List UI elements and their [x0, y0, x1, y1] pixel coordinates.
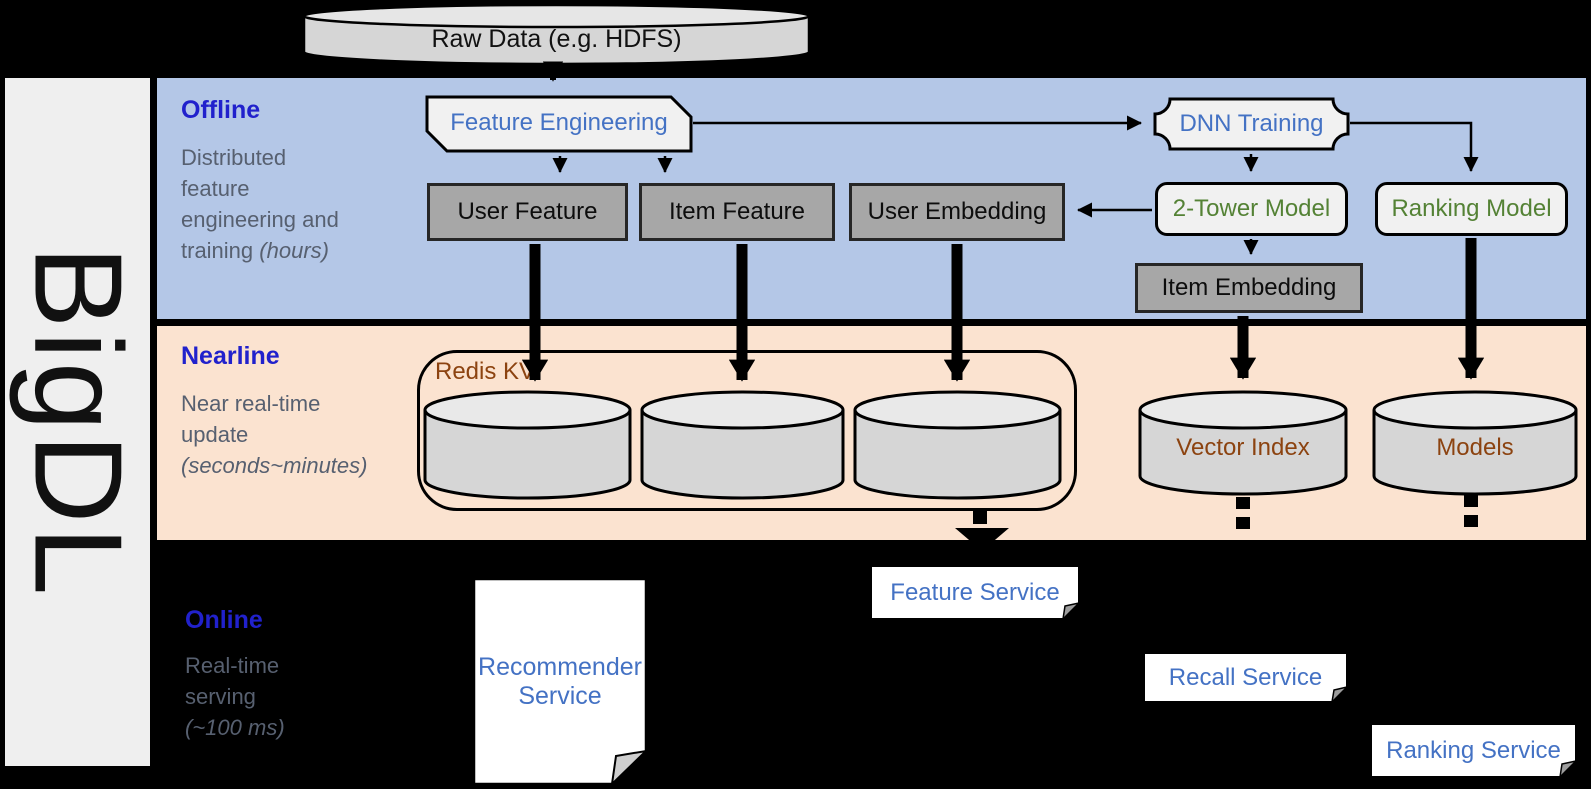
- raw-data-label: Raw Data (e.g. HDFS): [431, 25, 682, 53]
- folded-corner: [1331, 685, 1348, 703]
- online-description: Real-time serving (~100 ms): [185, 650, 315, 743]
- offline-title: Offline: [181, 96, 261, 124]
- two-tower-model-node: 2-Tower Model: [1155, 182, 1348, 236]
- vector-index-shape: [1138, 390, 1348, 496]
- user-feature-label: User Feature: [457, 198, 598, 225]
- folded-corner: [1559, 760, 1577, 778]
- recall-service-label: Recall Service: [1168, 663, 1323, 691]
- two-tower-model-label: 2-Tower Model: [1172, 195, 1331, 222]
- dnn-training-shape: [1153, 97, 1350, 151]
- recommender-service-shape: [473, 578, 647, 785]
- ranking-service-shape: [1370, 723, 1577, 778]
- online-title: Online: [185, 606, 263, 634]
- offline-description: Distributed feature engineering and trai…: [181, 142, 359, 266]
- kv-cylinder-1: [423, 390, 632, 500]
- vector-index-cylinder: Vector Index: [1138, 390, 1348, 496]
- bigdl-label: BigDL: [8, 245, 147, 599]
- models-label: Models: [1436, 434, 1514, 461]
- user-embedding-node: User Embedding: [849, 183, 1065, 241]
- offline-description-text: Distributed feature engineering and trai…: [181, 145, 339, 263]
- feature-service-label: Feature Service: [890, 578, 1060, 606]
- online-description-italic: (~100 ms): [185, 715, 285, 740]
- recall-service-doc: Recall Service: [1143, 652, 1348, 703]
- item-feature-label: Item Feature: [668, 198, 806, 225]
- models-shape: [1372, 390, 1578, 496]
- bigdl-sidebar: BigDL: [5, 78, 150, 766]
- nearline-description-text: Near real-time update: [181, 391, 321, 447]
- nearline-description: Near real-time update (seconds~minutes): [181, 388, 369, 481]
- item-embedding-node: Item Embedding: [1135, 263, 1363, 313]
- models-cylinder: Models: [1372, 390, 1578, 496]
- ranking-service-doc: Ranking Service: [1370, 723, 1577, 778]
- recommender-service-doc: Recommender Service: [473, 578, 647, 785]
- dnn-training-node: DNN Training: [1153, 97, 1350, 151]
- kv-cylinder-3-shape: [853, 390, 1062, 500]
- item-feature-node: Item Feature: [639, 183, 835, 241]
- kv-cylinder-2-shape: [640, 390, 845, 500]
- ranking-model-label: Ranking Model: [1391, 195, 1552, 222]
- nearline-title: Nearline: [181, 342, 280, 370]
- feature-service-shape: [870, 565, 1080, 620]
- user-embedding-label: User Embedding: [867, 198, 1047, 225]
- dnn-training-label: DNN Training: [1179, 110, 1324, 137]
- recall-service-shape: [1143, 652, 1348, 703]
- ranking-model-node: Ranking Model: [1375, 182, 1568, 236]
- feature-engineering-label: Feature Engineering: [450, 109, 668, 136]
- folded-corner: [1062, 602, 1080, 620]
- nearline-description-italic: (seconds~minutes): [181, 453, 368, 478]
- kv-cylinder-1-shape: [423, 390, 632, 500]
- online-description-text: Real-time serving: [185, 653, 280, 709]
- feature-engineering-shape: [425, 95, 693, 153]
- kv-cylinder-2: [640, 390, 845, 500]
- item-embedding-label: Item Embedding: [1161, 274, 1337, 301]
- folded-corner: [610, 749, 647, 785]
- redis-kv-label: Redis KV: [435, 358, 536, 385]
- feature-service-doc: Feature Service: [870, 565, 1080, 620]
- user-feature-node: User Feature: [427, 183, 628, 241]
- offline-description-italic: (hours): [259, 238, 329, 263]
- raw-data-cylinder: Raw Data (e.g. HDFS): [302, 3, 811, 65]
- feature-engineering-node: Feature Engineering: [425, 95, 693, 153]
- recommender-service-label: Recommender Service: [478, 652, 642, 710]
- kv-cylinder-3: [853, 390, 1062, 500]
- vector-index-label: Vector Index: [1176, 434, 1310, 461]
- ranking-service-label: Ranking Service: [1386, 736, 1561, 764]
